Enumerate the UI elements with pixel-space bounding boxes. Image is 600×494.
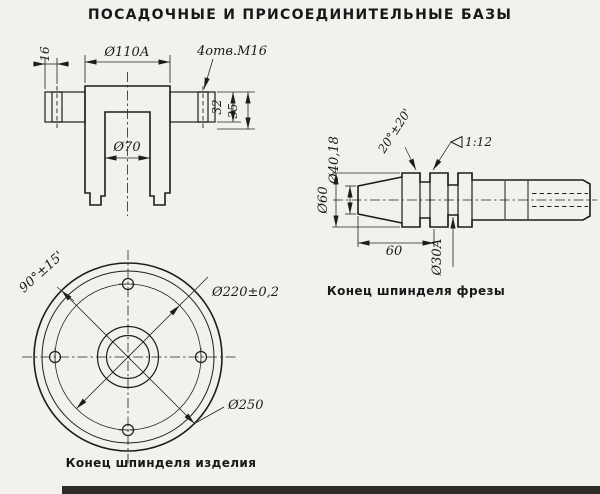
dim-d110-label: Ø110А — [103, 45, 149, 60]
dim-holes-label: 4отв.М16 — [196, 44, 267, 59]
view-flange-section: 16 Ø110А 4отв.М16 Ø70 32 35 — [33, 44, 267, 216]
taper-symbol-icon — [449, 135, 463, 149]
flange-left-cut — [44, 91, 86, 123]
flange-dimension-lines — [33, 55, 255, 161]
dim-taper-label: 1:12 — [465, 135, 492, 149]
dim-d70-label: Ø70 — [112, 140, 140, 155]
bolt-holes — [48, 277, 208, 437]
dim-32-label: 32 — [210, 99, 224, 114]
bolt-hole-left — [51, 91, 63, 123]
dim-16-label: 16 — [38, 46, 52, 62]
view-product-spindle: 90°±15' Ø220±0,2 Ø250 Конец шпинделя изд… — [17, 249, 279, 470]
dim-len60-label: 60 — [386, 244, 403, 259]
dim-d250-label: Ø250 — [227, 398, 263, 413]
hub-section-cut — [84, 85, 171, 206]
dim-angle-label: 20°±20' — [375, 106, 414, 156]
cutter-spindle-caption: Конец шпинделя фрезы — [327, 284, 505, 298]
outer-circle-d250 — [33, 262, 223, 452]
dim-d40-label: Ø40,18 — [327, 136, 342, 185]
dim-d220-label: Ø220±0,2 — [211, 285, 279, 300]
product-spindle-caption: Конец шпинделя изделия — [66, 456, 257, 470]
flange-geometry — [44, 72, 216, 216]
view-cutter-spindle: Ø40,18 20°±20' 1:12 Ø60 60 Ø30А Конец шп… — [316, 106, 597, 298]
scan-artifact-bar — [62, 486, 600, 494]
dim-d30-label: Ø30А — [430, 238, 445, 276]
bolt-hole-right — [197, 91, 209, 123]
recess-circle — [41, 270, 215, 444]
dim-d60-label: Ø60 — [316, 186, 331, 214]
circle-dimension-lines — [56, 276, 225, 424]
spindle-dimension-lines — [332, 135, 463, 267]
spindle-shoulder-lines — [401, 173, 588, 227]
dim-35-label: 35 — [226, 103, 240, 118]
page-title: ПОСАДОЧНЫЕ И ПРИСОЕДИНИТЕЛЬНЫЕ БАЗЫ — [88, 7, 512, 23]
